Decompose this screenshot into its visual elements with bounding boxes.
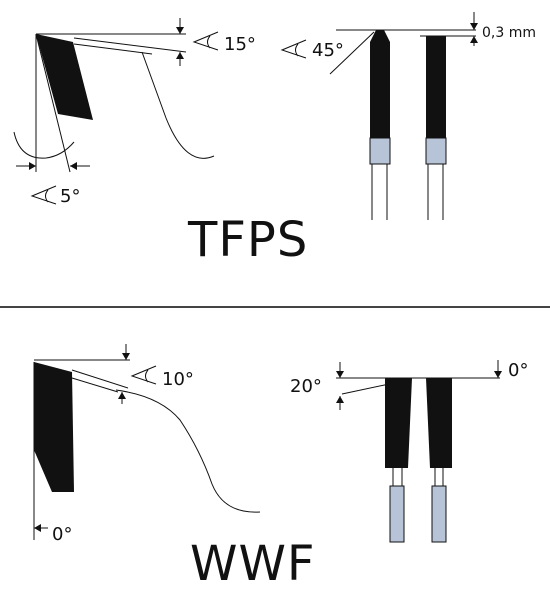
angle-glyph-45 bbox=[280, 39, 307, 59]
angle-glyph-5 bbox=[30, 185, 57, 205]
wwf-hook-label: 0° bbox=[52, 524, 72, 545]
tfps-top-slope-line bbox=[73, 37, 187, 53]
tfps-right-carbide bbox=[425, 137, 447, 165]
tfps-left-tooth bbox=[370, 30, 390, 138]
tfps-right-tooth bbox=[426, 36, 446, 138]
tfps-top-rake-label: 15° bbox=[224, 34, 256, 55]
tfps-chamfer-label: 45° bbox=[312, 40, 344, 61]
tfps-tooth-body bbox=[36, 34, 93, 120]
wwf-left-carbide bbox=[389, 485, 405, 543]
tfps-side-angle-label: 5° bbox=[60, 186, 80, 207]
tfps-front-view bbox=[280, 12, 478, 220]
tfps-height-diff-label: 0,3 mm bbox=[482, 25, 536, 41]
wwf-tooth-body bbox=[34, 362, 74, 492]
wwf-right-carbide bbox=[431, 485, 447, 543]
tfps-left-carbide bbox=[369, 137, 391, 165]
wwf-side-profile bbox=[33, 344, 261, 540]
wwf-other-label: 0° bbox=[508, 360, 528, 381]
angle-glyph-10 bbox=[130, 365, 157, 385]
wwf-title: WWF bbox=[190, 536, 316, 592]
wwf-bevel-label: 20° bbox=[290, 376, 322, 397]
angle-glyph-15 bbox=[192, 31, 219, 51]
wwf-front-view bbox=[336, 360, 502, 543]
tfps-side-profile bbox=[13, 18, 219, 205]
tfps-gullet-curve bbox=[141, 51, 215, 159]
wwf-left-tooth bbox=[385, 378, 412, 468]
wwf-right-tooth bbox=[426, 378, 452, 468]
wwf-gullet-curve bbox=[115, 389, 261, 513]
tfps-title: TFPS bbox=[187, 212, 308, 268]
tfps-side-arc bbox=[13, 131, 75, 159]
wwf-top-rake-label: 10° bbox=[162, 369, 194, 390]
